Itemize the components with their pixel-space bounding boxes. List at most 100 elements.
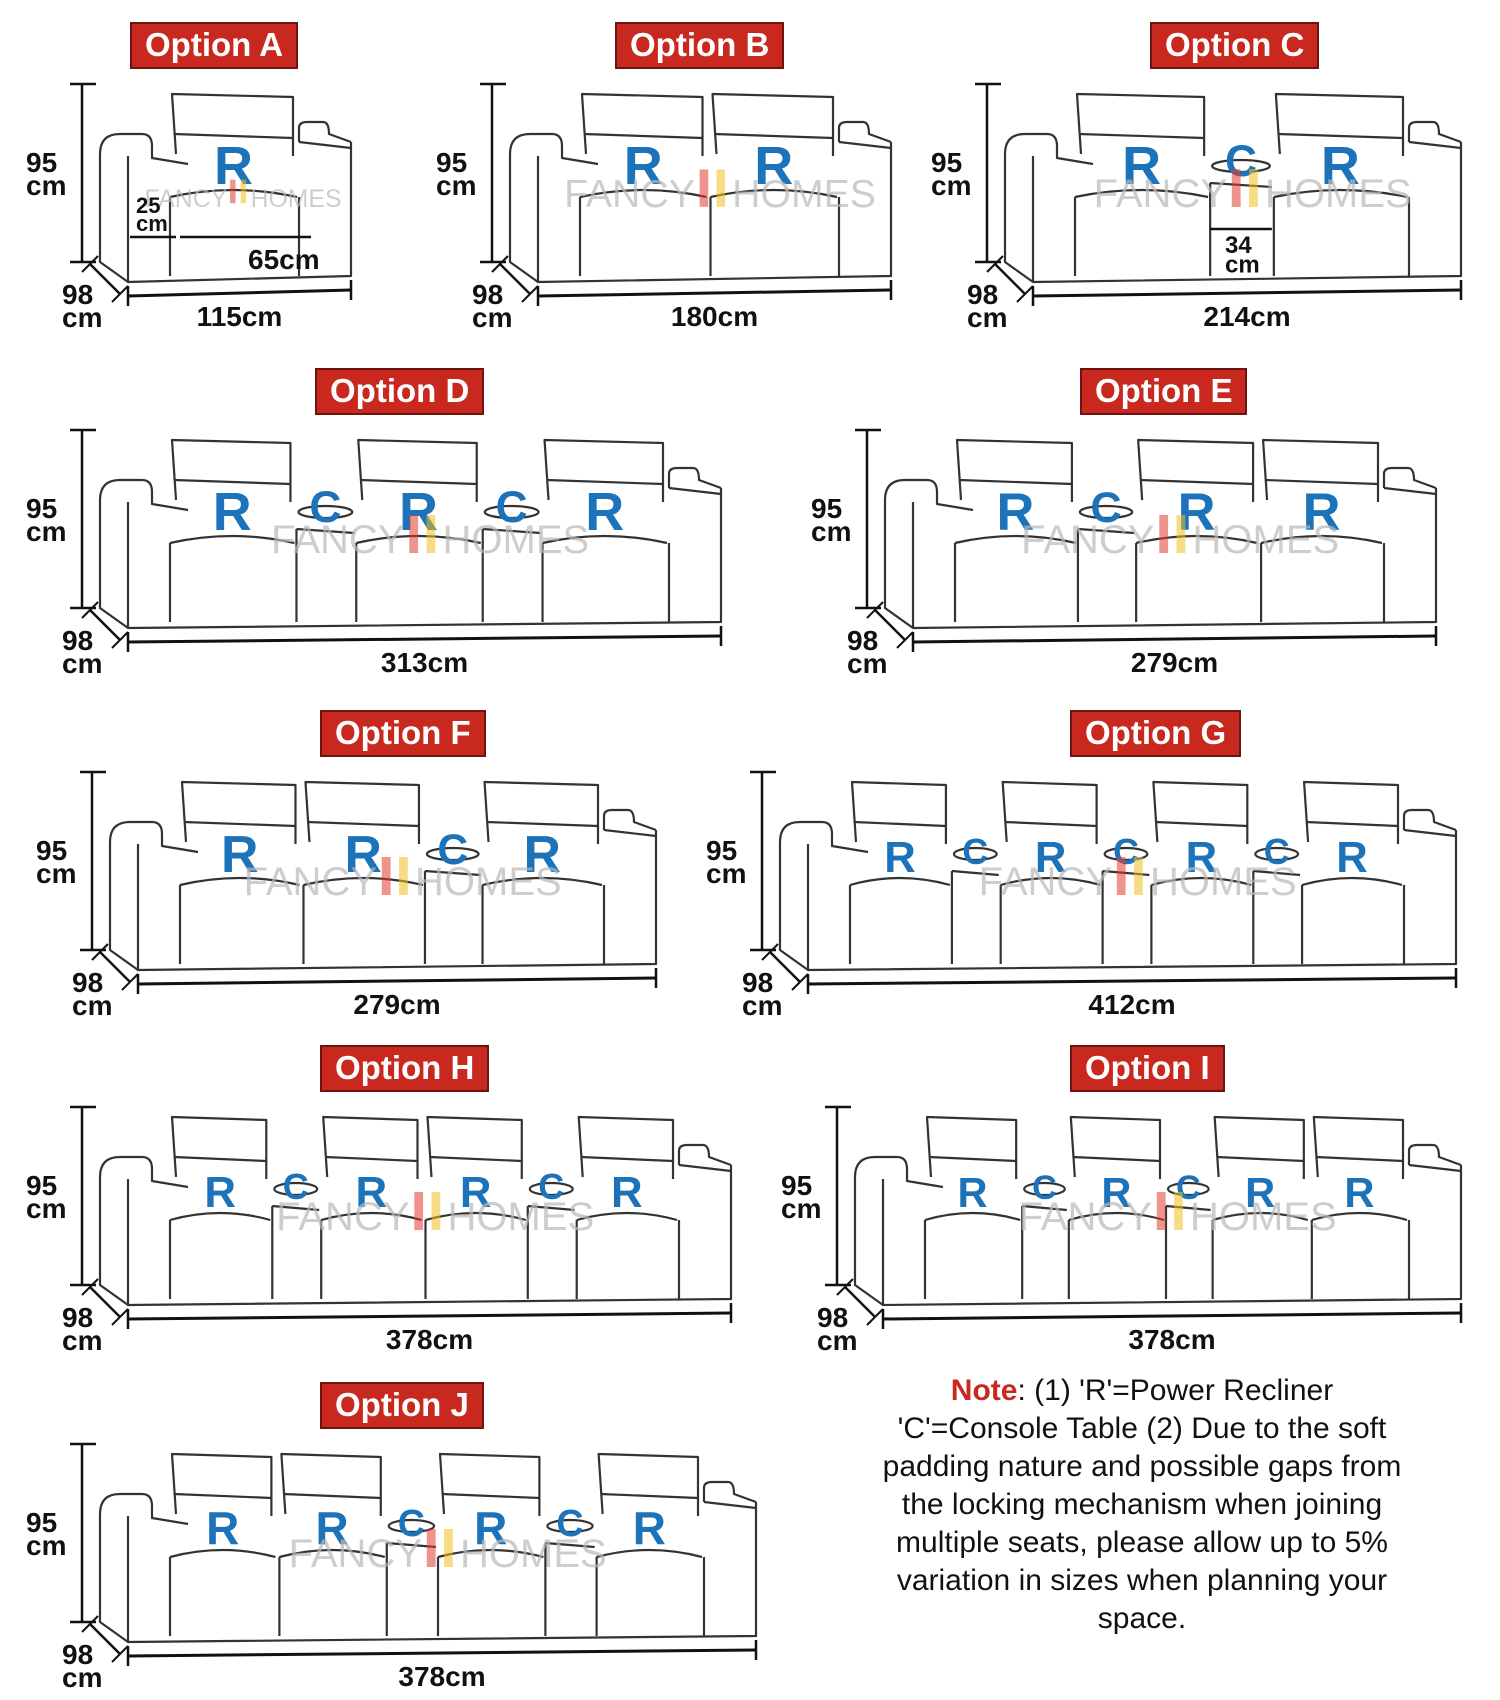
recliner-seat-marker: R <box>1035 833 1067 882</box>
sofa-outline <box>98 438 723 630</box>
width-dimension-line <box>912 634 1437 644</box>
width-dimension-line <box>537 288 892 298</box>
width-label: 214cm <box>1203 301 1290 332</box>
watermark-logo-right <box>431 1192 441 1230</box>
recliner-seat-marker: R <box>221 825 258 883</box>
sofa-outline <box>1003 92 1463 284</box>
depth-dimension-line <box>769 951 801 983</box>
depth-dimension-line <box>89 609 121 641</box>
depth-tick-front <box>896 631 914 649</box>
sofa-outline <box>778 780 1458 972</box>
brand-watermark: FANCY HOMES <box>289 1529 607 1576</box>
depth-tick-back <box>986 255 1004 273</box>
console-table-marker: C <box>1264 832 1290 872</box>
watermark-word-1: FANCY <box>271 518 404 562</box>
depth-tick-back <box>81 1278 99 1296</box>
width-dimension-line <box>137 976 657 986</box>
depth-tick-front <box>111 1308 129 1326</box>
watermark-logo-right <box>444 1529 453 1567</box>
width-dimension-line <box>882 1311 1462 1321</box>
depth-tick-back <box>761 943 779 961</box>
depth-tick-front <box>1016 285 1034 303</box>
watermark-logo-left <box>1231 169 1241 207</box>
recliner-seat-marker: R <box>1303 484 1341 542</box>
option-label: Option G <box>1070 710 1242 758</box>
watermark-logo-left <box>1159 515 1169 553</box>
depth-dimension-line <box>89 1623 121 1655</box>
watermark-logo-right <box>240 179 247 204</box>
option-label: Option B <box>615 22 785 70</box>
console-table-marker: C <box>283 1166 309 1207</box>
console-table-marker: C <box>398 1502 425 1544</box>
recliner-seat-marker: R <box>633 1502 666 1554</box>
width-label: 412cm <box>1088 989 1175 1020</box>
option-label: Option D <box>315 368 485 416</box>
sofa-outline <box>883 438 1438 630</box>
console-table-marker: C <box>962 832 988 872</box>
watermark-logo-right <box>426 515 436 553</box>
console-table-marker: C <box>1032 1169 1057 1207</box>
recliner-seat-marker: R <box>884 833 916 882</box>
recliner-seat-marker: R <box>997 484 1035 542</box>
watermark-logo-right <box>1134 857 1143 895</box>
option-label: Option C <box>1150 22 1320 70</box>
watermark-logo-left <box>230 179 236 204</box>
option-label: Option E <box>1080 368 1248 416</box>
watermark-logo-left <box>1156 1192 1166 1230</box>
size-note: Note: (1) 'R'=Power Recliner 'C'=Console… <box>872 1372 1412 1638</box>
depth-tick-front <box>121 973 139 991</box>
console-table-marker: C <box>309 483 341 532</box>
watermark-logo-left <box>426 1529 436 1567</box>
recliner-seat-marker: R <box>344 825 381 883</box>
note-label: Note <box>950 1374 1018 1407</box>
watermark-word-2: HOMES <box>415 860 562 904</box>
width-label: 279cm <box>353 989 440 1020</box>
recliner-seat-marker: R <box>213 482 252 542</box>
width-dimension-line <box>807 976 1457 986</box>
recliner-seat-marker: R <box>524 825 561 883</box>
console-table-marker: C <box>1090 484 1121 532</box>
recliner-seat-marker: R <box>1101 1169 1131 1216</box>
console-table-marker: C <box>556 1502 583 1544</box>
recliner-seat-marker: R <box>958 1169 988 1216</box>
width-label: 378cm <box>1128 1324 1215 1355</box>
watermark-logo-left <box>381 857 391 895</box>
width-dimension-line <box>1032 288 1462 298</box>
sofa-outline <box>108 780 658 972</box>
console-table-marker: C <box>437 827 468 874</box>
depth-tick-back <box>491 255 509 273</box>
depth-dimension-line <box>89 1286 121 1318</box>
watermark-logo-right <box>716 169 726 207</box>
depth-tick-front <box>521 285 539 303</box>
watermark-word-1: FANCY <box>1094 172 1227 216</box>
depth-tick-front <box>111 631 129 649</box>
recliner-seat-marker: R <box>585 482 624 542</box>
watermark-logo-left <box>409 515 419 553</box>
watermark-word-1: FANCY <box>289 1532 422 1576</box>
watermark-word-2: HOMES <box>460 1532 607 1576</box>
sofa-outline <box>508 92 893 284</box>
